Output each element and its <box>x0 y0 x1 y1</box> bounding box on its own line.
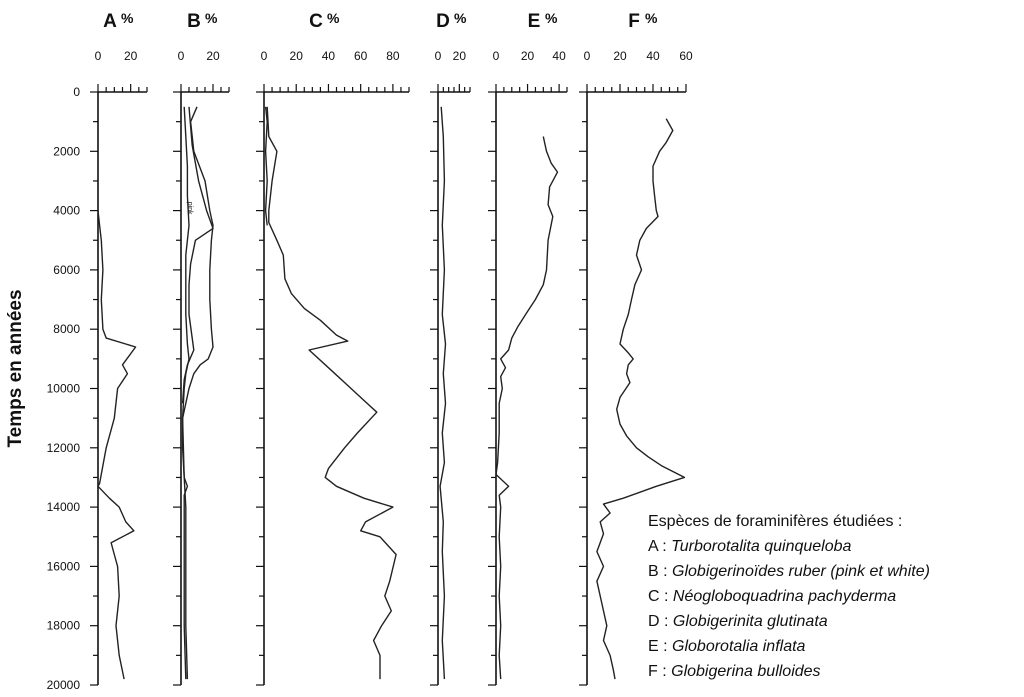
panel-d: D% 0 20 <box>430 10 471 686</box>
x-tick-label: 0 <box>584 49 591 63</box>
panel-letter: E <box>528 11 541 32</box>
legend-species: Globorotalia inflata <box>672 638 806 655</box>
series-line-d-1 <box>439 106 447 680</box>
y-tick-label: 2000 <box>53 144 80 158</box>
x-tick-label: 20 <box>521 49 535 63</box>
legend-species: Turborotalita quinqueloba <box>671 538 852 555</box>
y-tick-label: 20000 <box>47 678 81 692</box>
y-tick-label: 8000 <box>53 322 80 336</box>
legend-item-a: A : Turborotalita quinqueloba <box>648 538 852 555</box>
series-line-c-1 <box>266 106 397 680</box>
panel-c: C% 0 20 40 60 80 <box>256 10 410 686</box>
x-tick-label: 0 <box>178 49 185 63</box>
legend-species: Globigerina bulloides <box>671 663 821 680</box>
panel-unit: % <box>645 10 658 26</box>
y-tick-label: 18000 <box>47 619 81 633</box>
x-tick-label: 20 <box>290 49 304 63</box>
legend-item-b: B : Globigerinoïdes ruber (pink et white… <box>648 563 930 580</box>
legend-species: Globigerinita glutinata <box>672 613 828 630</box>
x-tick-label: 60 <box>679 49 693 63</box>
legend-species: Globigerinoïdes ruber (pink et white) <box>672 563 930 580</box>
panel-unit: % <box>327 10 340 26</box>
panel-unit: % <box>454 10 467 26</box>
x-tick-label: 0 <box>95 49 102 63</box>
panel-letter: D <box>436 11 450 32</box>
series-line-c-2 <box>264 106 268 226</box>
panel-unit: % <box>545 10 558 26</box>
series-line-f-1 <box>596 118 686 680</box>
panel-letter: A <box>103 11 117 32</box>
y-tick-label: 16000 <box>47 559 81 573</box>
panel-e: E% 0 20 40 <box>488 10 568 686</box>
y-tick-label: 4000 <box>53 204 80 218</box>
y-tick-label: 6000 <box>53 263 80 277</box>
legend: Espèces de foraminifères étudiées : A : … <box>648 513 1020 684</box>
legend-species: Néogloboquadrina pachyderma <box>672 588 897 605</box>
x-tick-label: 40 <box>322 49 336 63</box>
x-tick-label: 40 <box>552 49 566 63</box>
x-tick-label: 20 <box>206 49 220 63</box>
panel-a: A% 0 20 <box>90 10 148 686</box>
legend-code: C <box>648 588 660 605</box>
legend-code: E <box>648 638 659 655</box>
x-tick-label: 80 <box>386 49 400 63</box>
x-tick-label: 20 <box>453 49 467 63</box>
y-axis: 0 2000 4000 6000 8000 10000 12000 14000 16000 180… <box>5 85 80 692</box>
y-tick-label: 12000 <box>47 441 81 455</box>
x-tick-label: 60 <box>354 49 368 63</box>
legend-code: B <box>648 563 659 580</box>
legend-item-e: E : Globorotalia inflata <box>648 638 806 655</box>
y-tick-label: 0 <box>73 85 80 99</box>
series-line-e-1 <box>495 136 559 680</box>
panel-unit: % <box>205 10 218 26</box>
legend-title: Espèces de foraminifères étudiées : <box>648 513 903 530</box>
y-tick-label: 10000 <box>47 382 81 396</box>
x-tick-label: 40 <box>646 49 660 63</box>
x-tick-label: 20 <box>613 49 627 63</box>
x-tick-label: 0 <box>435 49 442 63</box>
series-line-b-1 <box>181 106 214 680</box>
panel-letter: B <box>187 11 201 32</box>
x-tick-label: 0 <box>261 49 268 63</box>
y-tick-label: 14000 <box>47 500 81 514</box>
x-tick-label: 0 <box>493 49 500 63</box>
series-annotation: pink <box>186 202 193 215</box>
x-tick-label: 20 <box>124 49 138 63</box>
legend-code: A <box>648 538 658 555</box>
legend-item-f: F : Globigerina bulloides <box>648 663 821 680</box>
panel-unit: % <box>121 10 134 26</box>
series-line-b-3 <box>181 106 214 404</box>
panel-b: B% 0 20 pink <box>173 10 230 686</box>
legend-code: D <box>648 613 660 630</box>
panel-letter: F <box>628 11 640 32</box>
legend-item-d: D : Globigerinita glutinata <box>648 613 828 630</box>
legend-code: F <box>648 663 658 680</box>
y-axis-title: Temps en années <box>5 289 26 447</box>
legend-item-c: C : Néogloboquadrina pachyderma <box>648 588 897 605</box>
panel-letter: C <box>309 11 323 32</box>
series-line-a-1 <box>97 210 137 680</box>
panel-f: F% 0 20 40 60 <box>579 10 693 686</box>
